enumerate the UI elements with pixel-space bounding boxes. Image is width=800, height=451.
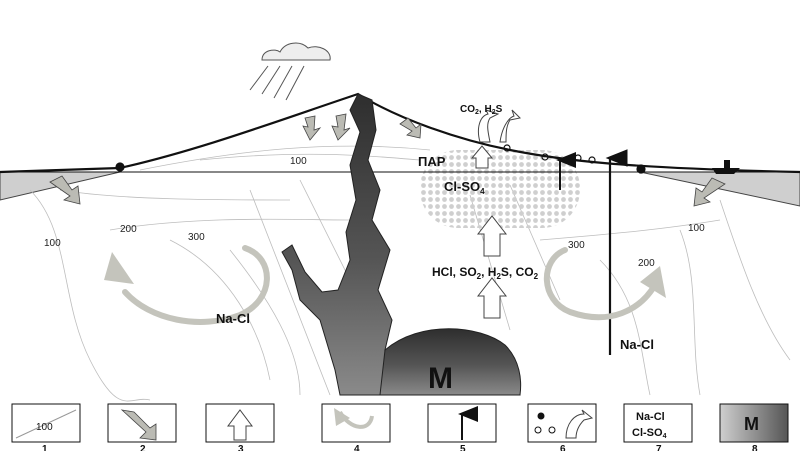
isotherm-200-right: 200 [638, 258, 655, 269]
svg-text:7: 7 [656, 444, 662, 451]
volcano-surface [0, 92, 800, 174]
legend-7-text2: Cl-SO4 [632, 427, 667, 440]
outflow-arrows [49, 175, 726, 207]
magma-label: M [428, 362, 453, 395]
isotherm-300-left: 300 [188, 232, 205, 243]
cl-so4-zone [420, 150, 580, 228]
cloud-icon [249, 42, 331, 101]
isotherm-300-right: 300 [568, 240, 585, 251]
isotherm-200-left: 200 [120, 224, 137, 235]
isotherm-lines [29, 145, 791, 402]
ship-icon [712, 160, 740, 174]
isotherm-100-right: 100 [688, 223, 705, 234]
legend-box-7 [623, 403, 693, 443]
isotherm-100-left: 100 [44, 238, 61, 249]
svg-text:2: 2 [140, 444, 146, 451]
legend-box-6 [527, 403, 597, 443]
upflow-arrows [470, 145, 508, 319]
svg-text:3: 3 [238, 444, 244, 451]
legend-box-1 [11, 403, 81, 443]
nacl-right-label: Na-Cl [620, 337, 654, 352]
gas-plume [477, 109, 522, 143]
svg-text:1: 1 [42, 444, 48, 451]
isotherm-labels: 100 100 200 300 300 200 100 [44, 156, 705, 269]
cl-so4-label: Cl-SO4 [444, 179, 485, 196]
convection-cells [122, 245, 658, 325]
legend [11, 403, 789, 443]
fumarole-gas-label: CO2, H2S [460, 104, 503, 116]
svg-text:6: 6 [560, 444, 566, 451]
legend-box-8 [719, 403, 789, 443]
legend-1-text: 100 [36, 422, 53, 433]
infiltration-arrows [302, 113, 422, 141]
svg-text:4: 4 [354, 444, 360, 451]
legend-numbers: 1 2 3 4 5 6 7 8 [42, 444, 758, 451]
spring-icons [115, 144, 646, 174]
steam-label: ПАР [418, 154, 446, 169]
isotherm-100-top: 100 [290, 156, 307, 167]
magma-conduit [281, 93, 521, 396]
legend-symbols: 100 Na-Cl Cl-SO4 M [15, 406, 759, 441]
svg-text:5: 5 [460, 444, 466, 451]
magma-chamber [379, 328, 522, 396]
legend-box-4 [321, 403, 391, 443]
nacl-left-label: Na-Cl [216, 311, 250, 326]
legend-8-text: M [744, 414, 759, 434]
convection-arrowheads [104, 252, 666, 298]
deep-gases-label: HCl, SO2, H2S, CO2 [432, 265, 539, 281]
legend-7-text1: Na-Cl [636, 411, 665, 423]
svg-text:8: 8 [752, 444, 758, 451]
